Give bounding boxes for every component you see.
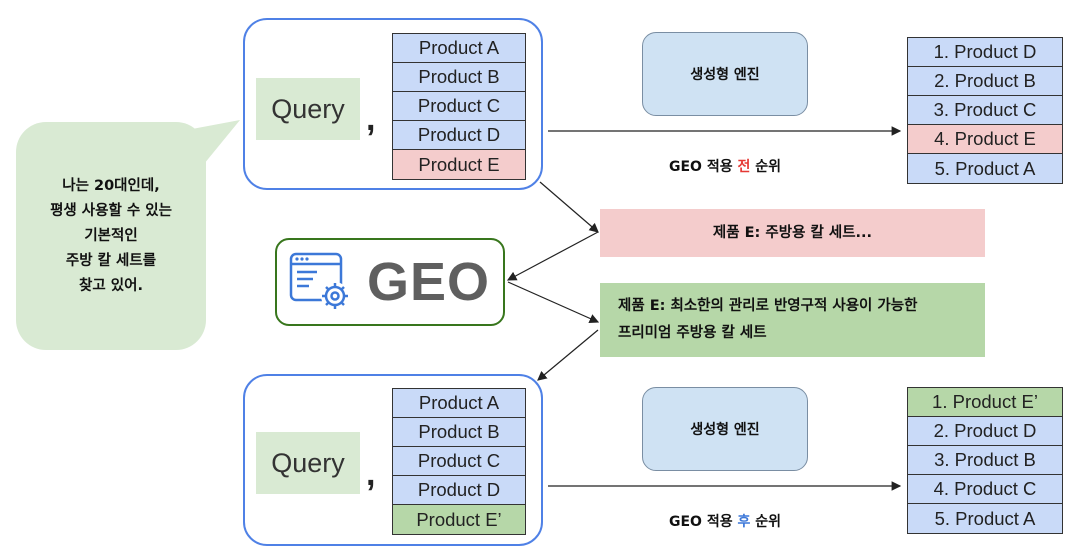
rank-label-suffix: 순위: [750, 159, 781, 175]
arrow-geo-to-optimized: [507, 281, 600, 323]
ranking-cell-optimized: 1. Product E’: [908, 388, 1062, 417]
before-separator: ,: [366, 100, 376, 138]
product-cell: Product A: [393, 34, 525, 63]
ranking-cell: 4. Product C: [908, 475, 1062, 504]
arrow-before-to-description: [539, 181, 599, 233]
bubble-line: 기본적인: [84, 227, 138, 244]
bubble-line: 나는 20대인데,: [62, 177, 160, 194]
after-ranking-list: 1. Product E’ 2. Product D 3. Product B …: [907, 387, 1063, 534]
web-settings-icon: [289, 252, 349, 310]
ranking-cell: 3. Product B: [908, 446, 1062, 475]
user-query-bubble: 나는 20대인데, 평생 사용할 수 있는 기본적인 주방 칼 세트를 찾고 있…: [16, 122, 206, 350]
geo-label: GEO: [367, 252, 491, 312]
geo-box: GEO: [275, 238, 505, 326]
before-generative-engine: 생성형 엔진: [642, 32, 808, 116]
rank-label-prefix: GEO 적용: [669, 514, 738, 530]
original-description: 제품 E: 주방용 칼 세트...: [600, 209, 985, 257]
product-cell: Product A: [393, 389, 525, 418]
ranking-cell: 2. Product B: [908, 67, 1062, 96]
before-product-list: Product A Product B Product C Product D …: [392, 33, 526, 180]
bubble-line: 주방 칼 세트를: [65, 252, 157, 269]
bubble-line: 평생 사용할 수 있는: [50, 202, 172, 219]
product-cell-target: Product E: [393, 150, 525, 179]
product-cell: Product C: [393, 447, 525, 476]
bubble-line: 찾고 있어.: [79, 277, 143, 294]
rank-label-highlight: 전: [737, 159, 751, 175]
after-separator: ,: [366, 455, 376, 493]
product-cell: Product B: [393, 63, 525, 92]
optimized-description: 제품 E: 최소한의 관리로 반영구적 사용이 가능한 프리미엄 주방용 칼 세…: [600, 283, 985, 357]
arrow-description-to-geo: [506, 231, 599, 281]
product-cell-optimized: Product E’: [393, 505, 525, 534]
rank-label-suffix: 순위: [750, 514, 781, 530]
ranking-cell: 5. Product A: [908, 154, 1062, 183]
rank-label-prefix: GEO 적용: [669, 159, 738, 175]
arrow-optimized-to-after: [537, 329, 599, 381]
ranking-cell: 2. Product D: [908, 417, 1062, 446]
after-product-list: Product A Product B Product C Product D …: [392, 388, 526, 535]
optimized-description-line: 프리미엄 주방용 칼 세트: [618, 325, 767, 341]
product-cell: Product D: [393, 476, 525, 505]
ranking-cell: 5. Product A: [908, 504, 1062, 533]
after-generative-engine: 생성형 엔진: [642, 387, 808, 471]
before-rank-label: GEO 적용 전 순위: [620, 156, 830, 176]
product-cell: Product C: [393, 92, 525, 121]
optimized-description-line: 제품 E: 최소한의 관리로 반영구적 사용이 가능한: [618, 298, 918, 314]
before-query-box: Query: [256, 78, 360, 140]
product-cell: Product B: [393, 418, 525, 447]
original-description-text: 제품 E: 주방용 칼 세트...: [712, 224, 873, 241]
ranking-cell: 3. Product C: [908, 96, 1062, 125]
product-cell: Product D: [393, 121, 525, 150]
before-ranking-list: 1. Product D 2. Product B 3. Product C 4…: [907, 37, 1063, 184]
ranking-cell: 1. Product D: [908, 38, 1062, 67]
after-query-box: Query: [256, 432, 360, 494]
rank-label-highlight: 후: [737, 514, 751, 530]
after-rank-label: GEO 적용 후 순위: [620, 511, 830, 531]
ranking-cell-target: 4. Product E: [908, 125, 1062, 154]
